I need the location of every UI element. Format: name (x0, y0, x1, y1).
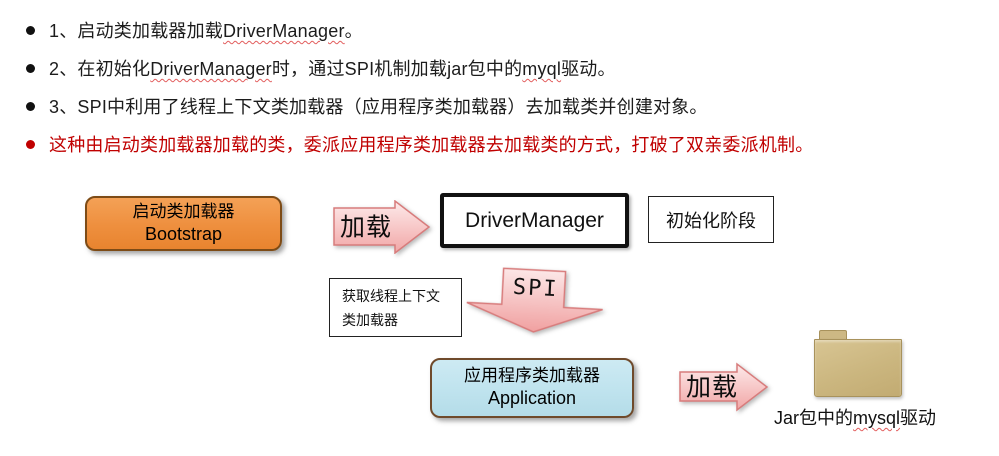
thread-context-line2: 类加载器 (342, 311, 398, 328)
bootstrap-box-title: 启动类加载器 (132, 201, 235, 221)
bullet-text: 2、在初始化DriverManager时，通过SPI机制加载jar包中的myql… (49, 59, 616, 79)
bullet-icon (26, 63, 35, 73)
bullet-item-1: 1、启动类加载器加载DriverManager。 (19, 11, 813, 49)
application-box-title: 应用程序类加载器 (464, 366, 600, 386)
spellcheck-word: mysql (853, 408, 901, 428)
bullet-text: 这种由启动类加载器加载的类，委派应用程序类加载器去加载类的方式，打破了双亲委派机… (49, 135, 814, 155)
bullet-icon (26, 25, 35, 35)
bullet-text: 1、启动类加载器加载DriverManager。 (49, 21, 363, 41)
bullet-icon (26, 101, 35, 111)
spellcheck-word: myql (522, 59, 562, 79)
right-arrow-icon (333, 200, 431, 254)
application-classloader-box: 应用程序类加载器 Application (430, 358, 634, 418)
init-phase-box: 初始化阶段 (648, 196, 774, 243)
folder-body (814, 339, 902, 397)
jar-mysql-driver-label: Jar包中的mysql驱动 (773, 408, 937, 428)
bullet-list: 1、启动类加载器加载DriverManager。 2、在初始化DriverMan… (19, 11, 813, 163)
load-arrow-top-label: 加载 (340, 213, 393, 242)
bootstrap-box-subtitle: Bootstrap (144, 223, 223, 244)
spellcheck-word: DriverManager (150, 59, 272, 79)
bullet-item-4-highlight: 这种由启动类加载器加载的类，委派应用程序类加载器去加载类的方式，打破了双亲委派机… (19, 125, 813, 163)
load-arrow-bottom-label: 加载 (686, 373, 739, 402)
bullet-icon (26, 139, 35, 149)
right-arrow-icon (679, 362, 769, 412)
bullet-text: 3、SPI中利用了线程上下文类加载器（应用程序类加载器）去加载类并创建对象。 (49, 97, 708, 117)
driver-manager-box: DriverManager (440, 193, 629, 248)
thread-context-box: 获取线程上下文 类加载器 (329, 278, 462, 337)
load-arrow-top: 加载 (333, 200, 431, 254)
spi-arrow-label: SPI (512, 274, 560, 303)
down-arrow-icon (466, 267, 603, 333)
driver-manager-label: DriverManager (465, 208, 604, 232)
spi-arrow: SPI (464, 265, 605, 336)
application-box-subtitle: Application (487, 388, 577, 409)
load-arrow-bottom: 加载 (679, 362, 769, 412)
jar-folder-icon (814, 330, 904, 398)
bullet-item-3: 3、SPI中利用了线程上下文类加载器（应用程序类加载器）去加载类并创建对象。 (19, 87, 813, 125)
bullet-item-2: 2、在初始化DriverManager时，通过SPI机制加载jar包中的myql… (19, 49, 813, 87)
spellcheck-word: DriverManager (223, 21, 345, 41)
thread-context-line1: 获取线程上下文 (342, 287, 440, 304)
bootstrap-classloader-box: 启动类加载器 Bootstrap (85, 196, 282, 251)
init-phase-label: 初始化阶段 (666, 210, 756, 231)
